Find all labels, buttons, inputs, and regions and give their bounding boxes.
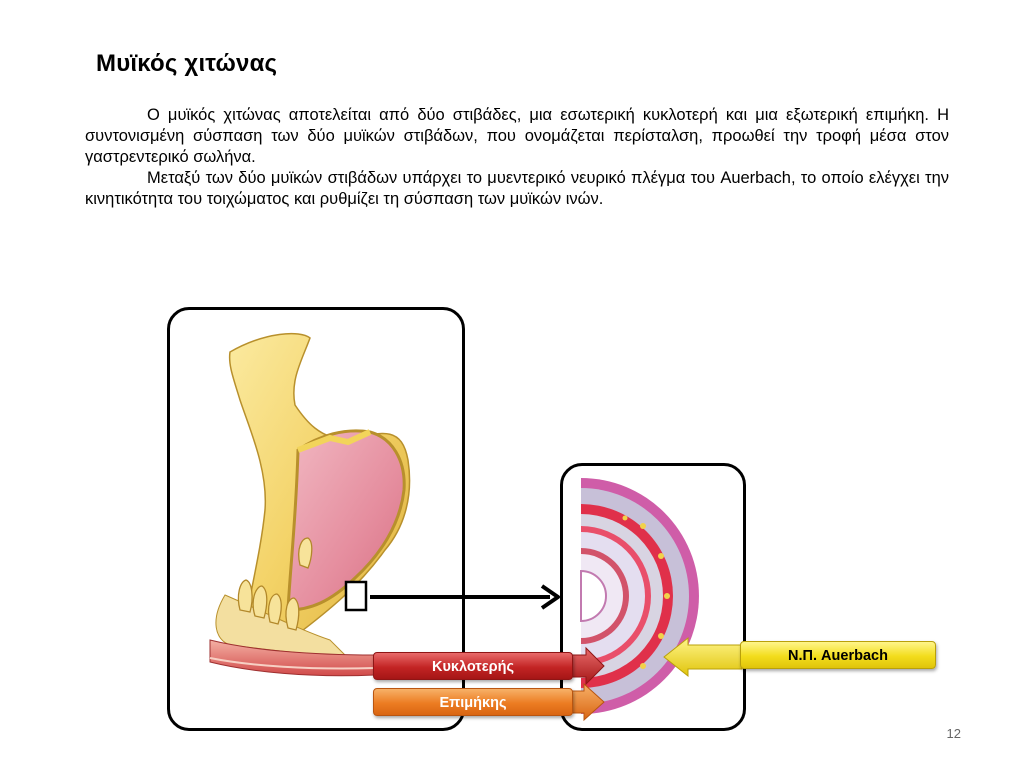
paragraph-auerbach-plexus: Μεταξύ των δύο μυϊκών στιβάδων υπάρχει τ… — [85, 169, 949, 208]
lumen — [580, 569, 607, 623]
zoom-region-box — [344, 580, 368, 612]
label-auerbach-plexus: Ν.Π. Auerbach — [740, 641, 936, 669]
label-circular-muscle: Κυκλοτερής — [373, 652, 573, 680]
cross-section-illustration — [580, 478, 699, 714]
intestine-illustration — [209, 332, 411, 677]
tube-base-stripe — [209, 657, 376, 670]
villi — [237, 537, 313, 631]
intestine-illustration-frame — [167, 307, 465, 731]
body-text: Ο μυϊκός χιτώνας αποτελείται από δύο στι… — [85, 105, 949, 210]
slide-title: Μυϊκός χιτώνας — [96, 50, 278, 77]
yellow-dots — [622, 515, 670, 669]
zoom-arrow-head — [540, 584, 560, 610]
paragraph-muscle-layers: Ο μυϊκός χιτώνας αποτελείται από δύο στι… — [85, 106, 949, 166]
cross-section-frame — [560, 463, 746, 731]
label-longitudinal-muscle: Επιμήκης — [373, 688, 573, 716]
tube-opening-rim — [296, 429, 372, 453]
page-number: 12 — [946, 726, 961, 741]
